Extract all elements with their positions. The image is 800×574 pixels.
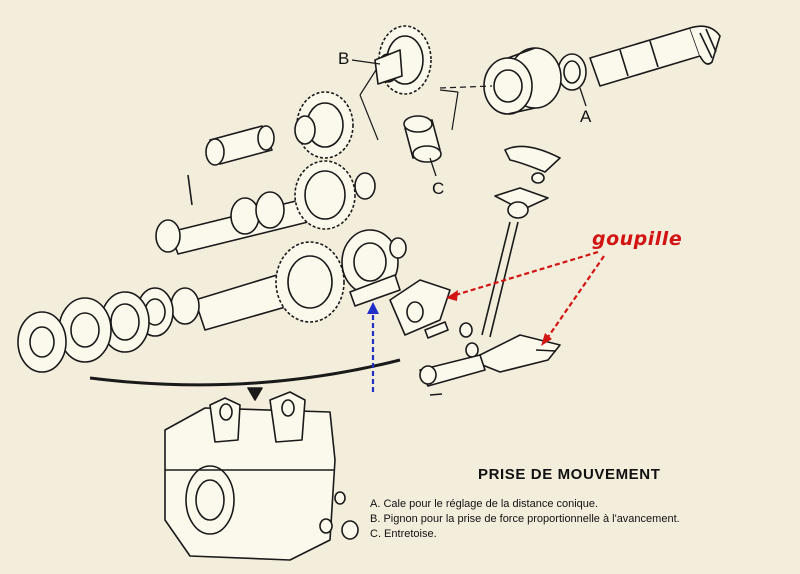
assembly-bracket <box>359 69 493 141</box>
legend-item-b: B. Pignon pour la prise de force proport… <box>370 513 680 525</box>
legend-item-a: A. Cale pour le réglage de la distance c… <box>370 498 599 510</box>
goupille-label: goupille <box>592 228 683 250</box>
separation-arc <box>89 358 401 387</box>
goupille-arrowheads <box>446 290 552 346</box>
pointer-triangle <box>247 387 263 401</box>
sleeve <box>205 125 275 166</box>
legend-title: PRISE DE MOUVEMENT <box>478 466 661 483</box>
gearbox-housing <box>164 391 359 561</box>
legend: PRISE DE MOUVEMENT A. Cale pour le régla… <box>370 466 790 542</box>
callout-c: C <box>432 179 445 198</box>
callout-a: A <box>580 107 592 126</box>
leader-b <box>351 59 381 65</box>
control-lever <box>419 145 561 396</box>
input-shaft <box>194 229 407 331</box>
leader-a <box>579 87 587 107</box>
legend-item-c: C. Entretoise. <box>370 528 437 540</box>
output-shaft <box>589 25 721 87</box>
gear-b <box>374 25 432 95</box>
seal-bearing-stack <box>17 287 200 373</box>
callout-b: B <box>338 49 350 68</box>
leader-c <box>429 157 437 177</box>
blue-arrow <box>367 302 379 392</box>
spacer-c <box>403 115 442 163</box>
shim-ring-a <box>557 53 587 91</box>
countershaft <box>155 160 376 255</box>
bearing-upper <box>483 47 562 115</box>
shift-fork <box>389 279 479 358</box>
goupille-arrows <box>451 250 605 341</box>
mid-gear <box>294 91 354 159</box>
